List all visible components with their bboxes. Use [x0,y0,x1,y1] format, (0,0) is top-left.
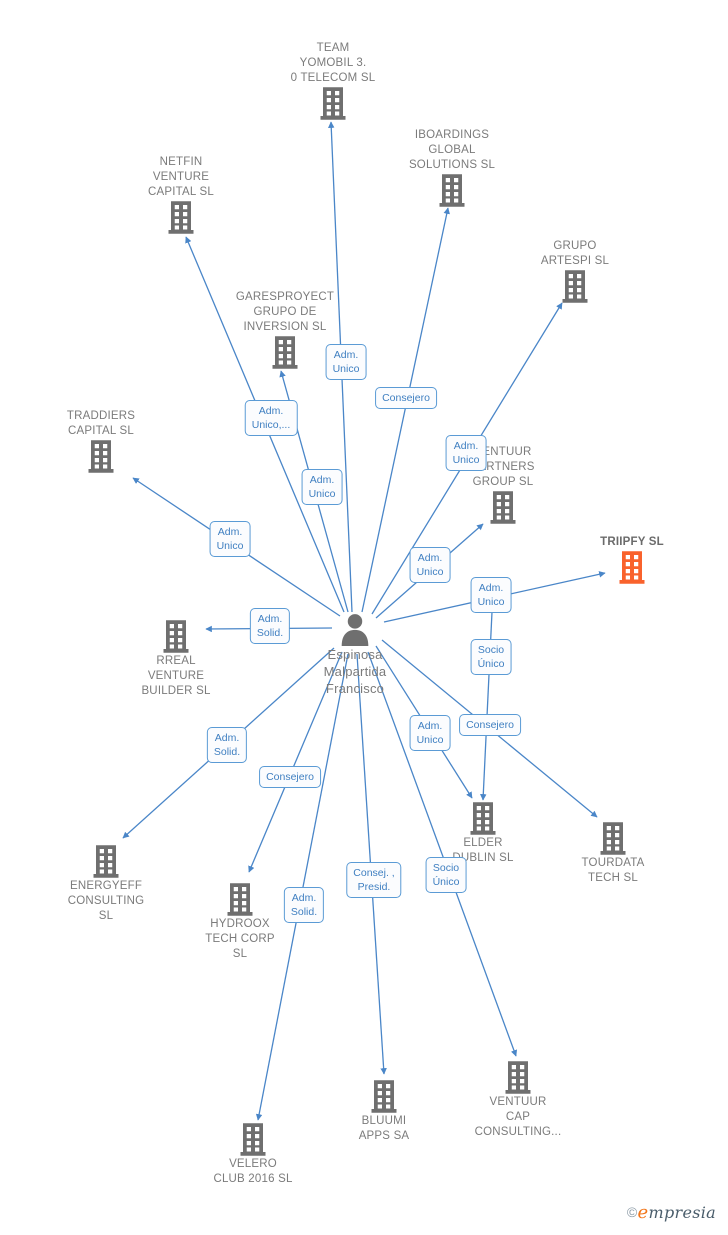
company-label-ventuur-partners: VENTUUR PARTNERS GROUP SL [471,446,535,488]
company-label-triipfy: TRIIPFY SL [600,536,664,548]
building-icon [320,87,346,120]
person-node-center[interactable]: Espinosa Malpartida Francisco [290,612,420,697]
role-label-edge-grupo-artespi[interactable]: Adm. Unico [445,435,487,471]
role-label-edge-traddiers[interactable]: Adm. Unico [209,521,251,557]
building-icon [490,491,516,524]
company-label-grupo-artespi: GRUPO ARTESPI SL [540,240,610,267]
role-label-edge-iboardings[interactable]: Consejero [375,387,437,409]
person-name-label: Espinosa Malpartida Francisco [323,647,387,696]
company-node-traddiers[interactable]: TRADDIERS CAPITAL SL [36,409,166,474]
role-label-edge-netfin[interactable]: Adm. Unico,... [244,400,298,436]
company-node-elder-dublin[interactable]: ELDER DUBLIN SL [418,801,548,866]
company-label-netfin: NETFIN VENTURE CAPITAL SL [148,156,214,198]
company-label-rreal: RREAL VENTURE BUILDER SL [141,654,211,697]
company-label-velero: VELERO CLUB 2016 SL [213,1157,293,1185]
role-label-edge-elder-dublin-1[interactable]: Socio Único [470,639,512,675]
building-icon [227,882,253,916]
company-label-hydroox: HYDROOX TECH CORP SL [205,917,275,960]
company-node-hydroox[interactable]: HYDROOX TECH CORP SL [175,882,305,962]
company-node-netfin[interactable]: NETFIN VENTURE CAPITAL SL [116,155,246,235]
edge-line-iboardings [361,207,450,613]
person-icon [341,614,369,646]
building-icon [163,619,189,653]
company-node-team-yomobil[interactable]: TEAM YOMOBIL 3. 0 TELECOM SL [268,41,398,121]
building-icon [439,174,465,207]
copyright-icon: © [626,1204,638,1220]
building-icon [470,801,496,835]
role-label-edge-triipfy[interactable]: Adm. Unico [470,577,512,613]
role-label-edge-hydroox[interactable]: Consejero [259,766,321,788]
company-label-energyeff: ENERGYEFF CONSULTING SL [67,879,145,922]
company-node-rreal[interactable]: RREAL VENTURE BUILDER SL [111,619,241,699]
company-label-ventuur-cap: VENTUUR CAP CONSULTING... [474,1095,562,1138]
building-icon [600,821,626,855]
company-node-grupo-artespi[interactable]: GRUPO ARTESPI SL [510,239,640,304]
building-icon [371,1079,397,1113]
building-icon [562,270,588,303]
company-label-garesproyect: GARESPROYECT GRUPO DE INVERSION SL [235,291,335,333]
role-label-edge-rreal[interactable]: Adm. Solid. [249,608,291,644]
brand-initial: e [637,1202,649,1223]
company-node-energyeff[interactable]: ENERGYEFF CONSULTING SL [41,844,171,924]
building-icon [88,440,114,473]
company-label-bluumi: BLUUMI APPS SA [358,1114,410,1142]
edge-line-ventuur-cap [367,651,518,1057]
company-node-bluumi[interactable]: BLUUMI APPS SA [319,1079,449,1144]
company-node-ventuur-partners[interactable]: VENTUUR PARTNERS GROUP SL [438,445,568,525]
company-node-triipfy[interactable]: TRIIPFY SL [567,535,697,585]
company-label-iboardings: IBOARDINGS GLOBAL SOLUTIONS SL [408,129,496,171]
brand-name: mpresia [648,1203,716,1222]
role-label-edge-garesproyect[interactable]: Adm. Unico [301,469,343,505]
building-icon [272,336,298,369]
building-icon [93,844,119,878]
company-label-traddiers: TRADDIERS CAPITAL SL [66,410,136,437]
role-label-edge-bluumi[interactable]: Consej. , Presid. [346,862,402,898]
company-node-garesproyect[interactable]: GARESPROYECT GRUPO DE INVERSION SL [220,290,350,370]
edge-line-hydroox [248,651,343,873]
company-label-elder-dublin: ELDER DUBLIN SL [452,836,514,864]
company-node-velero[interactable]: VELERO CLUB 2016 SL [188,1122,318,1187]
role-label-edge-velero[interactable]: Adm. Solid. [283,887,325,923]
company-node-ventuur-cap[interactable]: VENTUUR CAP CONSULTING... [453,1060,583,1140]
company-node-iboardings[interactable]: IBOARDINGS GLOBAL SOLUTIONS SL [387,128,517,208]
role-label-edge-team-yomobil[interactable]: Adm. Unico [325,344,367,380]
company-label-team-yomobil: TEAM YOMOBIL 3. 0 TELECOM SL [290,42,376,84]
building-icon [240,1122,266,1156]
role-label-edge-elder-dublin-2[interactable]: Adm. Unico [409,715,451,751]
role-label-edge-tourdata[interactable]: Consejero [459,714,521,736]
role-label-edge-energyeff[interactable]: Adm. Solid. [206,727,248,763]
company-label-tourdata: TOURDATA TECH SL [581,856,645,884]
role-label-edge-ventuur-cap[interactable]: Socio Único [425,857,467,893]
building-icon [168,201,194,234]
empresia-watermark: ©empresia [627,1202,716,1223]
building-icon [619,551,645,584]
role-label-edge-ventuur-partners[interactable]: Adm. Unico [409,547,451,583]
building-icon [505,1060,531,1094]
company-node-tourdata[interactable]: TOURDATA TECH SL [548,821,678,886]
